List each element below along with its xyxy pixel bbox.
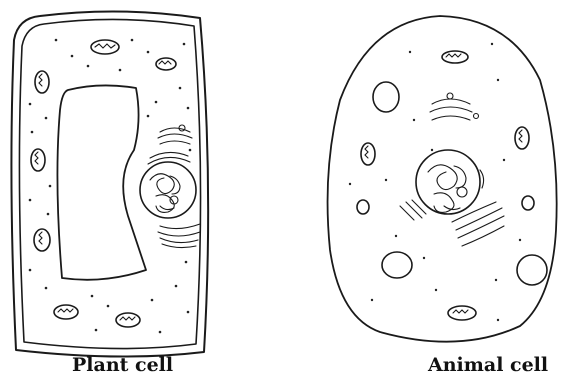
animal-mitochondria (361, 51, 529, 320)
animal-vacuoles (357, 82, 547, 285)
plant-vacuole (57, 85, 146, 279)
animal-golgi (430, 93, 479, 120)
plant-cell-wall (11, 11, 208, 356)
plant-golgi (158, 125, 192, 144)
plant-mitochondria (31, 40, 176, 327)
plant-cell-label: Plant cell (72, 354, 173, 376)
plant-endoplasmic-reticulum (148, 152, 200, 247)
plant-cell (11, 11, 208, 356)
animal-cytoplasm-granules (349, 43, 521, 321)
animal-nucleus (416, 150, 480, 214)
animal-cell (328, 16, 557, 342)
animal-cell-label: Animal cell (428, 354, 548, 376)
animal-cell-membrane (328, 16, 557, 342)
plant-cytoplasm-granules (29, 39, 192, 334)
plant-nucleus (140, 162, 196, 218)
